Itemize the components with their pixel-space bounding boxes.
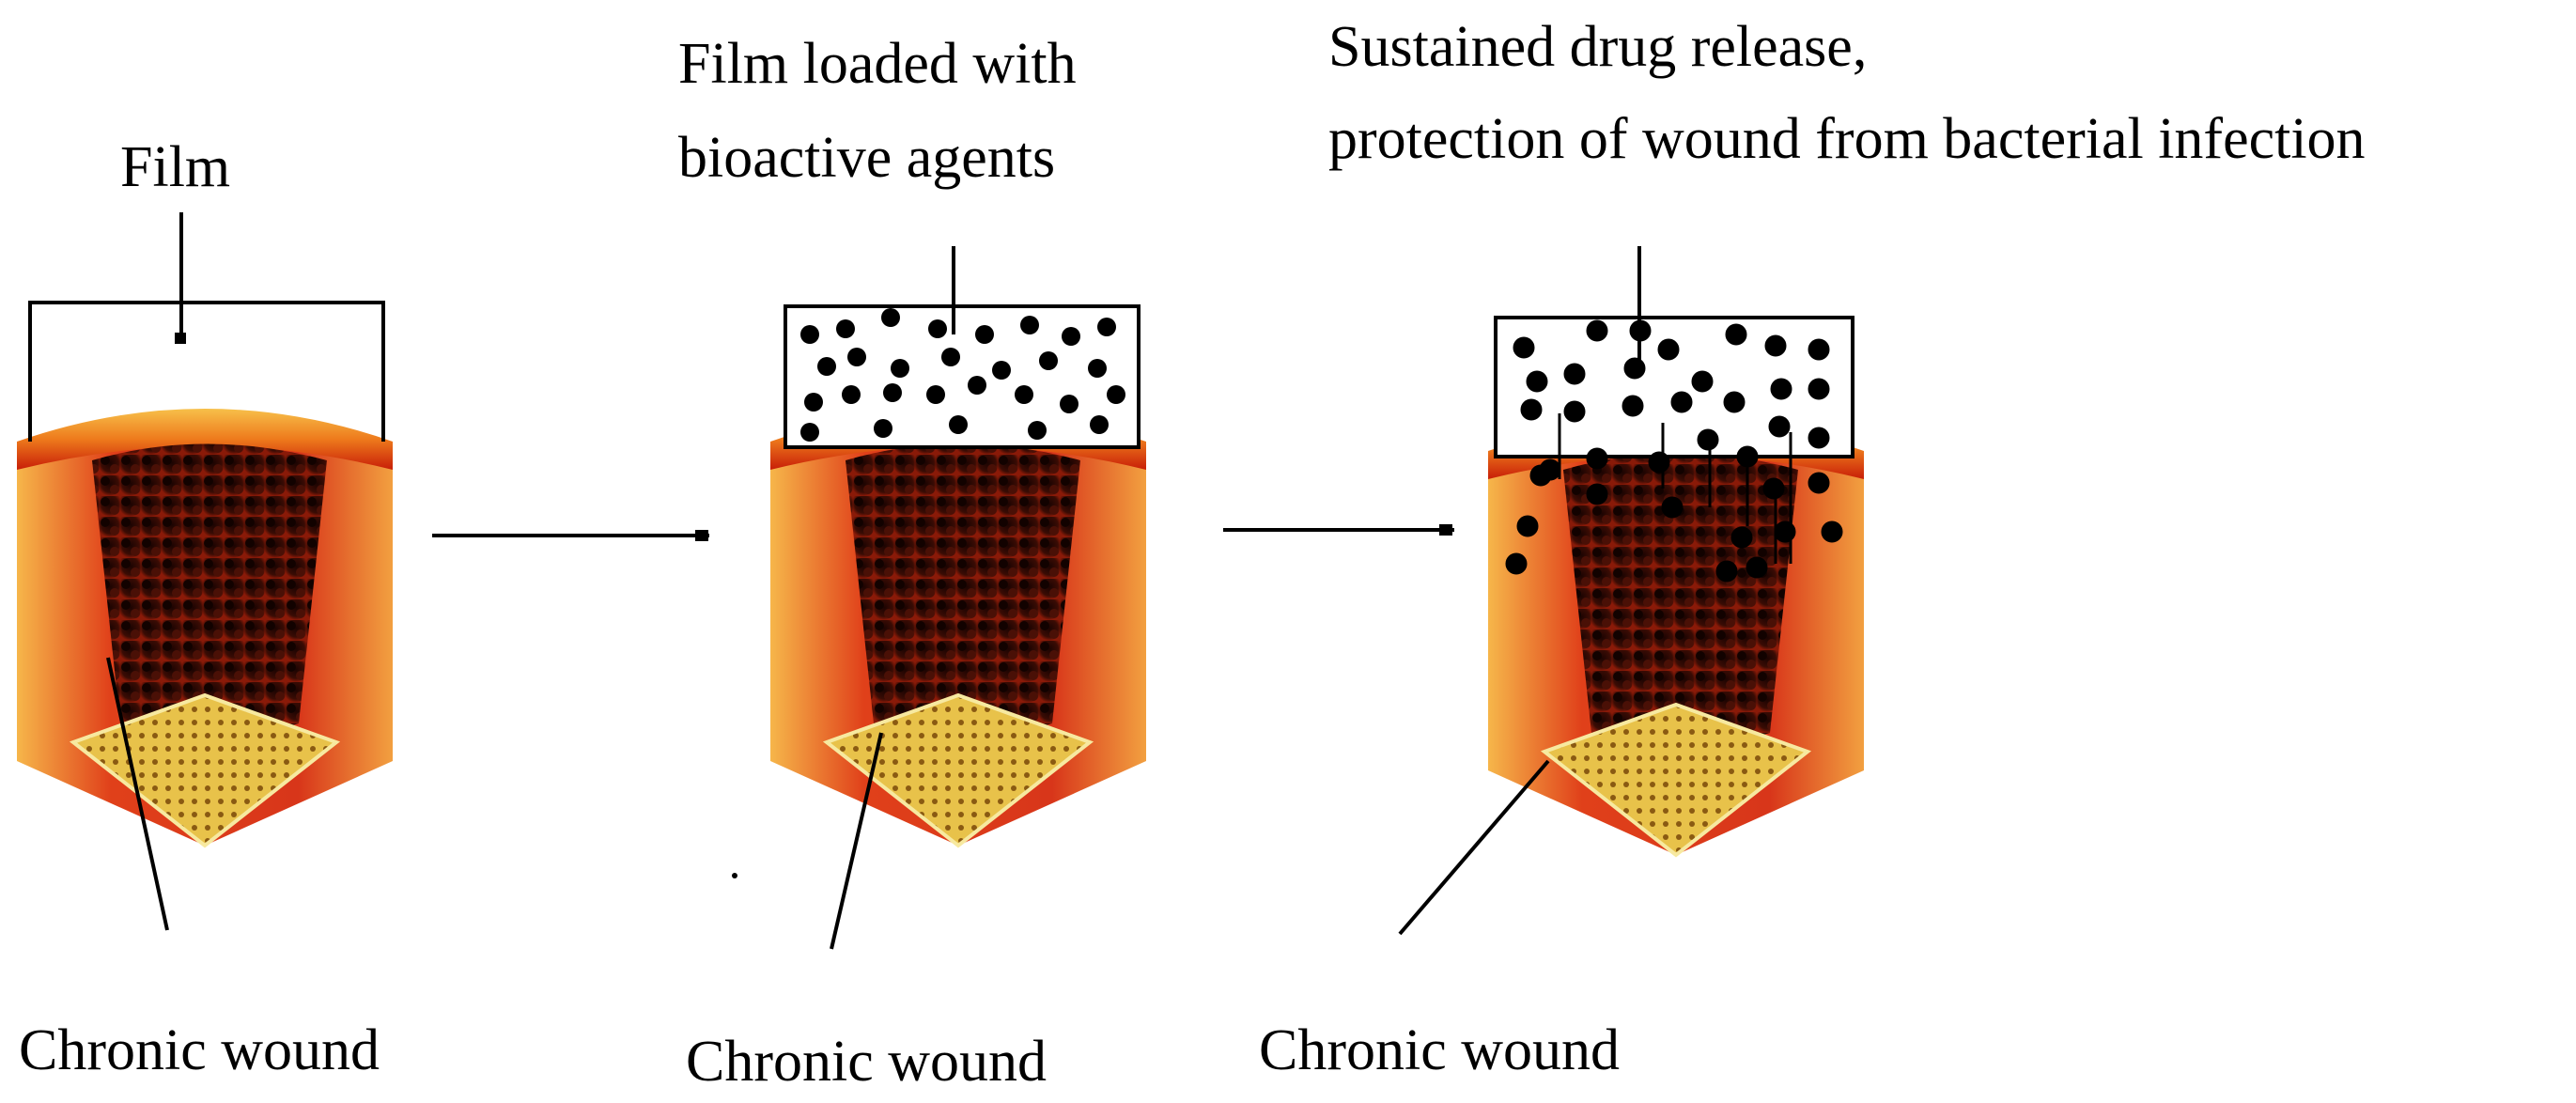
panel-3: Sustained drug release, protection of wo… xyxy=(1259,15,2366,1082)
wound-pointer-line-3 xyxy=(1398,759,1550,936)
arrow-2 xyxy=(1223,524,1454,536)
arrow-1 xyxy=(432,530,709,541)
wound-pointer-line-1 xyxy=(106,657,169,931)
film-label: Film xyxy=(120,135,230,199)
wound-illustration-2 xyxy=(768,407,1148,847)
chronic-wound-label-3: Chronic wound xyxy=(1259,1018,1620,1082)
releasing-film-box xyxy=(1494,316,1854,458)
wound-pointer-line-2 xyxy=(830,732,883,950)
panel-2: Film loaded with bioactive agents Chroni… xyxy=(678,32,1148,1094)
stray-dot xyxy=(732,873,737,878)
panel-1: Film Chronic wound xyxy=(15,135,395,1082)
chronic-wound-label-1: Chronic wound xyxy=(19,1018,380,1082)
bioactive-particles xyxy=(800,308,1125,442)
released-particles xyxy=(1505,319,1843,583)
film-pointer-head xyxy=(175,333,186,344)
film-bracket xyxy=(28,301,385,442)
loaded-film-label-line-1: Film loaded with xyxy=(678,32,1077,96)
chronic-wound-label-2: Chronic wound xyxy=(686,1030,1047,1094)
release-label-line-1: Sustained drug release, xyxy=(1328,15,1867,79)
release-label-line-2: protection of wound from bacterial infec… xyxy=(1328,107,2366,171)
wound-illustration-1 xyxy=(15,407,395,847)
loaded-film-label-line-2: bioactive agents xyxy=(678,126,1055,190)
